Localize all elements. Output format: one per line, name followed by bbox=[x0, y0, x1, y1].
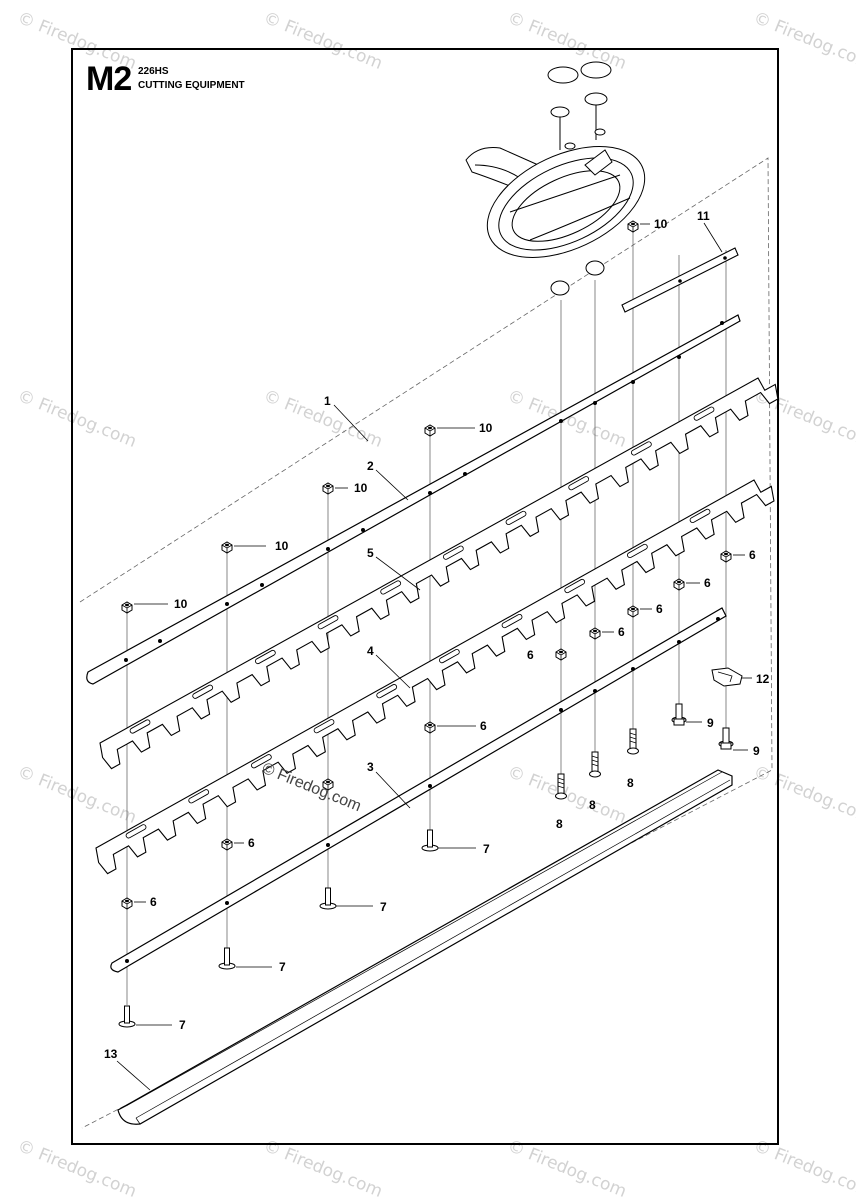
leader-lines bbox=[116, 222, 752, 1091]
blade-slot bbox=[568, 476, 590, 491]
callout-6: 6 bbox=[480, 719, 487, 733]
part-lower-blade bbox=[95, 479, 775, 875]
callout-6: 6 bbox=[248, 836, 255, 850]
blade-slot bbox=[192, 684, 214, 699]
callout-8: 8 bbox=[627, 776, 634, 790]
part-upper-blade bbox=[99, 377, 779, 770]
callout-7: 7 bbox=[380, 900, 387, 914]
callout-5: 5 bbox=[367, 546, 374, 560]
section-title: CUTTING EQUIPMENT bbox=[138, 80, 245, 91]
callout-6: 6 bbox=[749, 548, 756, 562]
blade-slot bbox=[251, 754, 272, 769]
blade-slot bbox=[125, 824, 147, 839]
callout-6: 6 bbox=[527, 648, 534, 662]
callout-6: 6 bbox=[704, 576, 711, 590]
blade-slot bbox=[254, 649, 276, 665]
blade-slot bbox=[380, 580, 402, 595]
callout-6: 6 bbox=[618, 625, 625, 639]
callout-6: 6 bbox=[150, 895, 157, 909]
callout-6: 6 bbox=[656, 602, 663, 616]
callout-9: 9 bbox=[707, 716, 714, 730]
blade-slot bbox=[376, 684, 398, 699]
blade-slot bbox=[442, 545, 464, 560]
blade-slot bbox=[505, 510, 527, 526]
callout-11: 11 bbox=[697, 209, 710, 223]
callout-10: 10 bbox=[275, 539, 289, 553]
blade-slot bbox=[188, 789, 210, 804]
page-frame bbox=[71, 48, 779, 1145]
callout-10: 10 bbox=[654, 217, 668, 231]
blade-slot bbox=[129, 719, 151, 734]
callout-13: 13 bbox=[104, 1047, 118, 1061]
part-clip bbox=[711, 667, 743, 687]
blade-slot bbox=[439, 648, 460, 664]
assembly-lines bbox=[126, 228, 727, 1005]
blade-slot bbox=[313, 719, 335, 734]
callout-7: 7 bbox=[279, 960, 286, 974]
callout-4: 4 bbox=[367, 644, 374, 658]
part-blade-guard bbox=[117, 769, 733, 1125]
callout-10: 10 bbox=[354, 481, 368, 495]
callout-7: 7 bbox=[483, 842, 490, 856]
callout-10: 10 bbox=[174, 597, 188, 611]
blade-slot bbox=[501, 613, 523, 629]
blade-slot bbox=[317, 615, 339, 630]
flange-bolts bbox=[671, 703, 734, 750]
callout-10: 10 bbox=[479, 421, 493, 435]
callout-1: 1 bbox=[324, 394, 331, 408]
callout-12: 12 bbox=[756, 672, 770, 686]
blade-slot bbox=[627, 543, 648, 559]
callout-numbers: 1 2 3 4 5 6 6 6 6 6 6 6 6 7 7 7 7 8 8 8 … bbox=[104, 209, 770, 1061]
part-gear-housing bbox=[465, 61, 646, 296]
callout-3: 3 bbox=[367, 760, 374, 774]
blade-slot bbox=[689, 508, 711, 524]
washer-bolts bbox=[118, 829, 439, 1028]
blade-slot bbox=[693, 406, 715, 421]
part-short-plate bbox=[621, 247, 739, 313]
part-bottom-plate bbox=[110, 607, 727, 973]
section-code: M2 bbox=[86, 60, 132, 98]
callout-8: 8 bbox=[589, 798, 596, 812]
part-top-plate bbox=[86, 314, 741, 685]
model-number: 226HS bbox=[138, 66, 169, 77]
callout-2: 2 bbox=[367, 459, 374, 473]
blade-slot bbox=[630, 441, 652, 456]
callout-7: 7 bbox=[179, 1018, 186, 1032]
blade-slot bbox=[564, 578, 586, 594]
callout-9: 9 bbox=[753, 744, 760, 758]
callout-8: 8 bbox=[556, 817, 563, 831]
